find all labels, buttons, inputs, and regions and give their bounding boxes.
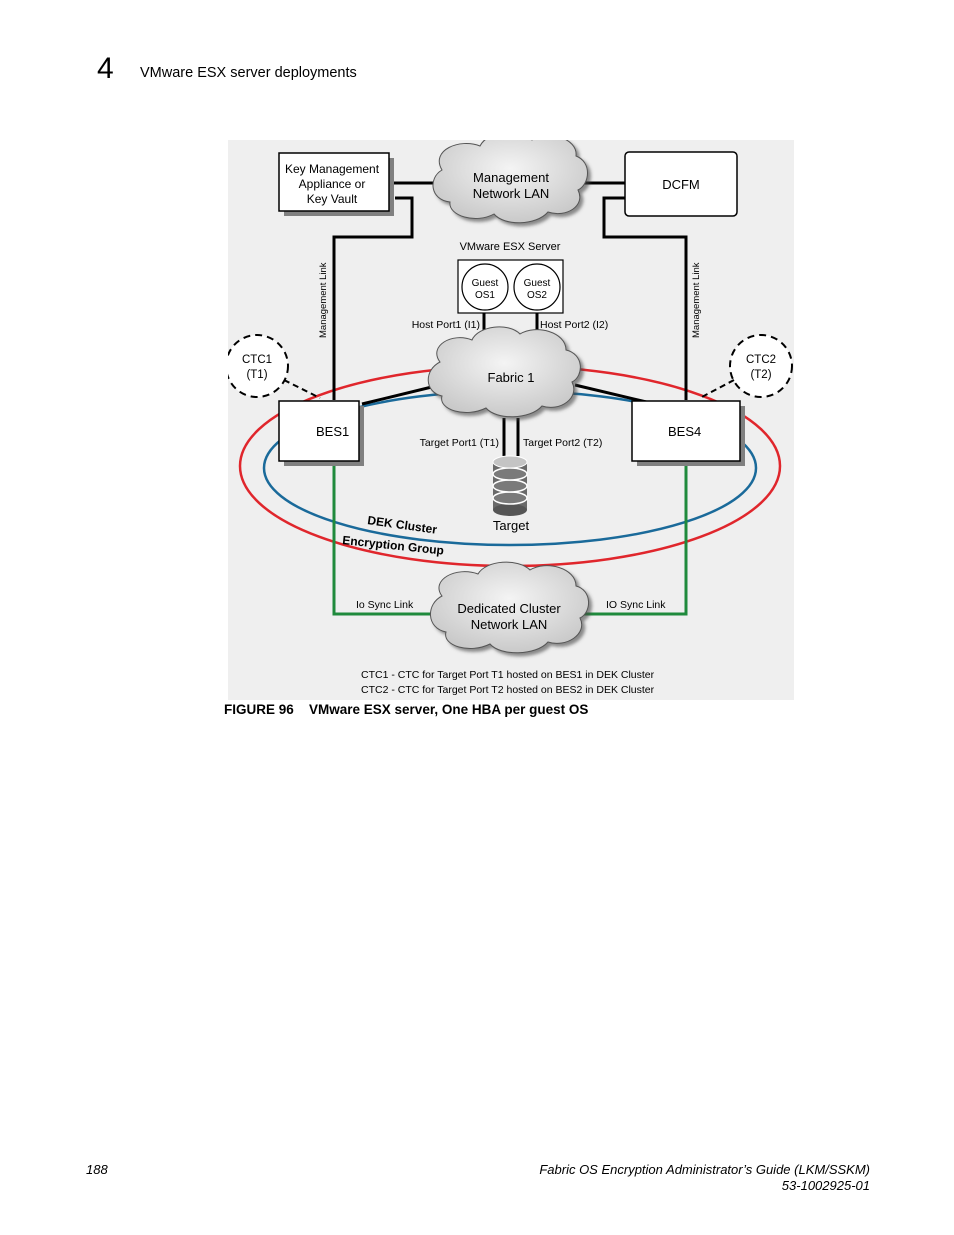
chapter-number: 4 bbox=[97, 52, 114, 85]
key-mgmt-line3: Key Vault bbox=[307, 192, 358, 206]
figure-label: FIGURE 96 bbox=[224, 702, 294, 717]
target-port2-label: Target Port2 (T2) bbox=[523, 437, 602, 449]
io-sync-link-left bbox=[332, 462, 440, 616]
mgmt-lan-line1: Management bbox=[473, 170, 549, 185]
dedicated-cluster-cloud bbox=[430, 561, 589, 654]
bes4-label: BES4 bbox=[668, 424, 701, 439]
ctc1-line1: CTC1 bbox=[242, 354, 272, 366]
host-port1-label: Host Port1 (I1) bbox=[412, 319, 480, 331]
fabric-cloud bbox=[427, 326, 581, 418]
guest2-line1: Guest bbox=[524, 278, 551, 289]
ctc2-line2: (T2) bbox=[750, 369, 771, 381]
chapter-title: VMware ESX server deployments bbox=[140, 65, 357, 81]
io-sync-link-right bbox=[578, 462, 688, 616]
network-diagram: Key Management Appliance or Key Vault Ma… bbox=[228, 140, 794, 700]
target-port1-label: Target Port1 (T1) bbox=[420, 437, 499, 449]
host-port2-label: Host Port2 (I2) bbox=[540, 319, 608, 331]
ctc2-note: CTC2 - CTC for Target Port T2 hosted on … bbox=[361, 684, 655, 696]
dcfm-label: DCFM bbox=[662, 177, 700, 192]
ctc1-note: CTC1 - CTC for Target Port T1 hosted on … bbox=[361, 669, 655, 681]
management-link-right-label: Management Link bbox=[691, 262, 702, 338]
management-link-left-label: Management Link bbox=[318, 262, 329, 338]
guest-os2 bbox=[513, 263, 561, 311]
target-storage-icon bbox=[492, 455, 528, 516]
io-sync-right-label: IO Sync Link bbox=[606, 599, 666, 611]
management-lan-cloud bbox=[432, 140, 588, 224]
fabric-label: Fabric 1 bbox=[488, 370, 535, 385]
ctc2-connector bbox=[699, 379, 735, 399]
esx-server-box: Guest OS1 Guest OS2 bbox=[457, 259, 564, 314]
dedicated-lan-line2: Network LAN bbox=[471, 617, 548, 632]
guest2-line2: OS2 bbox=[527, 290, 547, 301]
footer-doc-number: 53-1002925-01 bbox=[781, 1178, 870, 1193]
footer-doc-title: Fabric OS Encryption Administrator’s Gui… bbox=[539, 1162, 870, 1177]
figure-caption: VMware ESX server, One HBA per guest OS bbox=[309, 702, 589, 717]
ctc1-circle: CTC1 (T1) bbox=[228, 334, 289, 398]
ctc2-circle: CTC2 (T2) bbox=[729, 334, 793, 398]
key-management-box: Key Management Appliance or Key Vault bbox=[278, 152, 394, 216]
fabric-to-bes1-link bbox=[361, 383, 441, 406]
esx-server-label: VMware ESX Server bbox=[460, 241, 561, 253]
dedicated-lan-line1: Dedicated Cluster bbox=[457, 601, 561, 616]
dcfm-box: DCFM bbox=[624, 151, 738, 217]
management-link-left bbox=[332, 196, 414, 400]
ctc2-line1: CTC2 bbox=[746, 354, 776, 366]
guest1-line1: Guest bbox=[472, 278, 499, 289]
target-label: Target bbox=[493, 518, 530, 533]
bes4-box: BES4 bbox=[631, 400, 745, 466]
guest1-line2: OS1 bbox=[475, 290, 495, 301]
guest-os1 bbox=[461, 263, 509, 311]
key-mgmt-line1: Key Management bbox=[285, 162, 380, 176]
io-sync-left-label: Io Sync Link bbox=[356, 599, 414, 611]
bes1-box: BES1 bbox=[278, 400, 364, 466]
management-link-right bbox=[602, 196, 688, 400]
key-mgmt-line2: Appliance or bbox=[299, 177, 366, 191]
ctc1-connector bbox=[283, 379, 321, 399]
bes1-label: BES1 bbox=[316, 424, 349, 439]
mgmt-lan-line2: Network LAN bbox=[473, 186, 550, 201]
ctc1-line2: (T1) bbox=[246, 369, 267, 381]
page-number: 188 bbox=[86, 1162, 108, 1177]
